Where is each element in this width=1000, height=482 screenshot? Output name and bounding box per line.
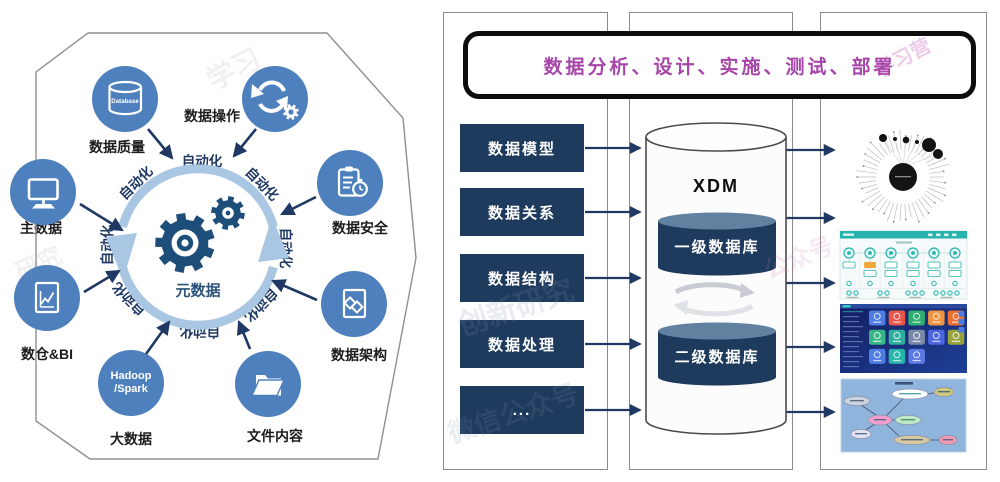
node-data-ops-circle bbox=[242, 66, 308, 132]
xdm-title: XDM bbox=[693, 176, 739, 196]
clipboard-timer-icon bbox=[337, 166, 368, 197]
node-data-arch-circle bbox=[321, 271, 387, 337]
input-box-data-process: 数据处理 bbox=[460, 320, 584, 368]
node-label-data-quality: 数据质量 bbox=[89, 139, 145, 155]
node-label-data-security: 数据安全 bbox=[332, 220, 388, 236]
panel-outputs bbox=[820, 12, 987, 470]
output-arrows bbox=[786, 143, 836, 419]
node-master-data-circle bbox=[10, 159, 76, 225]
node-dw-bi-circle bbox=[14, 265, 80, 331]
node-hadoop-circle bbox=[98, 350, 164, 416]
panel-inputs bbox=[443, 12, 608, 470]
secondary-db-cylinder: 二级数据库 bbox=[658, 322, 776, 386]
node-label-data-ops: 数据操作 bbox=[184, 108, 240, 124]
node-label-dw-bi: 数仓&BI bbox=[20, 346, 74, 362]
workflow-screenshot-figure bbox=[839, 230, 968, 300]
node-label-master-data: 主数据 bbox=[20, 220, 62, 236]
primary-db-cylinder: 一级数据库 bbox=[658, 212, 776, 276]
node-label-data-arch: 数据架构 bbox=[331, 347, 387, 363]
radial-network-figure bbox=[855, 129, 949, 223]
hadoop-line1: Hadoop bbox=[110, 369, 152, 382]
input-box-data-relation: 数据关系 bbox=[460, 188, 584, 236]
sync-gear-icon bbox=[251, 80, 299, 120]
input-box-data-model: 数据模型 bbox=[460, 124, 584, 172]
node-arrows bbox=[79, 128, 318, 355]
node-label-file-content: 文件内容 bbox=[247, 428, 303, 444]
sync-swirl-icon bbox=[673, 282, 755, 317]
node-data-security-circle bbox=[317, 150, 383, 216]
hadoop-line2: /Spark bbox=[114, 383, 148, 395]
input-box-data-structure: 数据结构 bbox=[460, 254, 584, 302]
primary-db-label: 一级数据库 bbox=[674, 238, 759, 256]
phase-banner: 数据分析、设计、实施、测试、部署 bbox=[463, 31, 976, 99]
folder-icon bbox=[250, 375, 286, 397]
dashboard-screenshot-figure bbox=[840, 304, 967, 373]
gears-icon bbox=[155, 196, 245, 273]
panel-store bbox=[629, 12, 793, 470]
metadata-center-label: 元数据 bbox=[175, 282, 221, 300]
database-icon bbox=[108, 80, 143, 116]
secondary-db-label: 二级数据库 bbox=[674, 348, 759, 366]
input-arrows bbox=[585, 141, 642, 417]
input-box-more: ... bbox=[460, 386, 584, 434]
hadoop-circle-text: Hadoop /Spark bbox=[111, 370, 152, 396]
lineage-graph-figure bbox=[840, 378, 967, 453]
database-icon-text: Database bbox=[111, 98, 139, 105]
diamond-document-icon bbox=[342, 288, 367, 319]
node-label-big-data: 大数据 bbox=[110, 431, 152, 447]
node-database-circle: Database bbox=[92, 66, 158, 132]
chart-document-icon bbox=[34, 281, 60, 314]
node-file-content-circle bbox=[235, 351, 301, 417]
automation-ring bbox=[106, 164, 289, 330]
monitor-icon bbox=[27, 178, 59, 209]
xdm-cylinder: XDM bbox=[645, 122, 787, 435]
